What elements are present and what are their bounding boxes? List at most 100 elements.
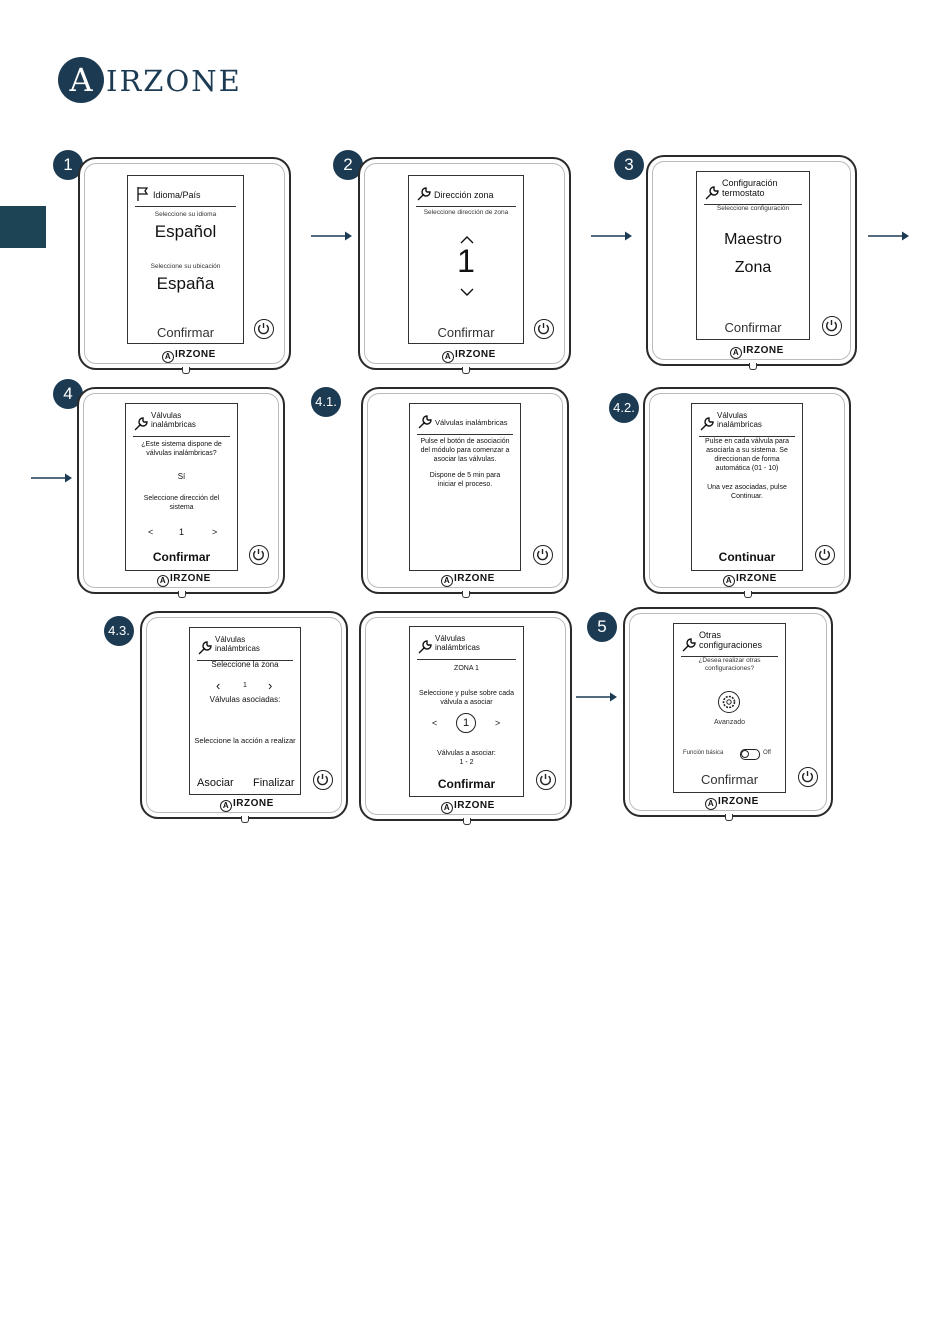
arrow-icon [576,692,617,702]
confirm-button[interactable]: Confirmar [724,320,782,335]
wrench-icon [682,638,696,652]
thermostat-screen: Dirección zona Seleccione dirección de z… [408,175,524,344]
screen-header: Configuración termostato [704,178,802,205]
power-button[interactable] [533,545,553,565]
power-icon [253,549,264,561]
power-button[interactable] [534,319,554,339]
power-icon [258,323,269,335]
basic-function-toggle[interactable] [740,749,760,760]
power-button[interactable] [254,319,274,339]
power-button[interactable] [536,770,556,790]
next-button[interactable]: > [212,527,218,537]
logo-wordmark: IRZONE [106,64,242,98]
thermostat-screen: Válvulas inalámbricas Seleccione la zona… [189,627,301,795]
answer-yes[interactable]: Sí [177,472,186,481]
step-badge: 1 [53,150,83,180]
location-value[interactable]: España [156,274,215,293]
step-badge: 3 [614,150,644,180]
continue-button[interactable]: Continuar [718,550,776,564]
language-value[interactable]: Español [154,222,217,241]
power-icon [540,774,551,786]
confirm-button[interactable]: Confirmar [156,325,215,340]
next-valve-button[interactable]: > [495,718,501,728]
screen-header: Válvulas inalámbricas [417,412,513,435]
screen-header: Otras configuraciones [681,630,778,657]
power-icon [538,323,549,335]
chevron-down-icon[interactable] [460,288,474,296]
confirm-button[interactable]: Confirmar [152,550,211,564]
wrench-icon [418,415,432,429]
associate-button[interactable]: Asociar [197,777,234,789]
thermostat-screen: Válvulas inalámbricas ¿Este sistema disp… [125,403,238,571]
logo-mark: A [58,57,104,103]
screen-header: Válvulas inalámbricas [699,411,795,437]
next-zone-button[interactable]: › [268,678,273,693]
power-button[interactable] [798,767,818,787]
thermostat-device: Configuración termostato Seleccione conf… [646,155,857,370]
power-icon [537,549,548,561]
step-badge: 5 [587,612,617,642]
confirm-button[interactable]: Confirmar [437,777,496,791]
option-zone[interactable]: Zona [734,259,772,276]
step-badge: 4.1. [311,387,341,417]
arrow-icon [868,231,909,241]
confirm-button[interactable]: Confirmar [700,772,759,787]
screen-header: Válvulas inalámbricas [133,411,230,437]
arrow-icon [31,473,72,483]
option-master[interactable]: Maestro [724,231,782,248]
system-address-value: 1 [178,527,184,537]
power-button[interactable] [822,316,842,336]
prev-valve-button[interactable]: < [432,718,438,728]
airzone-logo: A IRZONE [58,57,240,103]
chevron-up-icon[interactable] [460,236,474,244]
power-button[interactable] [313,770,333,790]
power-button[interactable] [249,545,269,565]
wrench-icon [417,187,431,201]
screen-header: Válvulas inalámbricas [197,635,293,661]
thermostat-screen: Otras configuraciones ¿Desea realizar ot… [673,623,786,793]
thermostat-screen: Configuración termostato Seleccione conf… [696,171,810,340]
prev-button[interactable]: < [148,527,154,537]
power-icon [317,774,328,786]
confirm-button[interactable]: Confirmar [437,325,495,340]
screen-header: Dirección zona [416,184,516,207]
thermostat-device: Válvulas inalámbricas Seleccione la zona… [140,611,348,823]
gear-icon[interactable] [717,690,741,714]
thermostat-device: Idioma/País Seleccione su idioma Español… [78,157,291,374]
power-icon [826,320,837,332]
wrench-icon [700,417,714,431]
thermostat-screen: Válvulas inalámbricas Pulse el botón de … [409,403,521,571]
screen-header: Válvulas inalámbricas [417,634,516,660]
zone-value: 1 [243,682,247,689]
thermostat-device: Otras configuraciones ¿Desea realizar ot… [623,607,833,821]
zone-address-value: 1 [457,243,475,279]
thermostat-device: Válvulas inalámbricas ZONA 1 Seleccione … [359,611,572,825]
thermostat-screen: Válvulas inalámbricas Pulse en cada válv… [691,403,803,571]
thermostat-device: Válvulas inalámbricas ¿Este sistema disp… [77,387,285,598]
thermostat-screen: Idioma/País Seleccione su idioma Español… [127,175,244,344]
prev-zone-button[interactable]: ‹ [216,678,221,693]
thermostat-device: Válvulas inalámbricas Pulse el botón de … [361,387,569,598]
thermostat-device: Válvulas inalámbricas Pulse en cada válv… [643,387,851,598]
thermostat-device: Dirección zona Seleccione dirección de z… [358,157,571,374]
screen-header: Idioma/País [135,184,236,207]
arrow-icon [311,231,352,241]
finish-button[interactable]: Finalizar [253,777,295,789]
step-badge: 4.3. [104,616,134,646]
wrench-icon [705,186,719,200]
power-button[interactable] [815,545,835,565]
thermostat-screen: Válvulas inalámbricas ZONA 1 Seleccione … [409,626,524,797]
wrench-icon [418,640,432,654]
power-icon [802,771,813,783]
flag-icon [137,187,149,201]
valve-selector[interactable]: 1 [456,713,476,733]
